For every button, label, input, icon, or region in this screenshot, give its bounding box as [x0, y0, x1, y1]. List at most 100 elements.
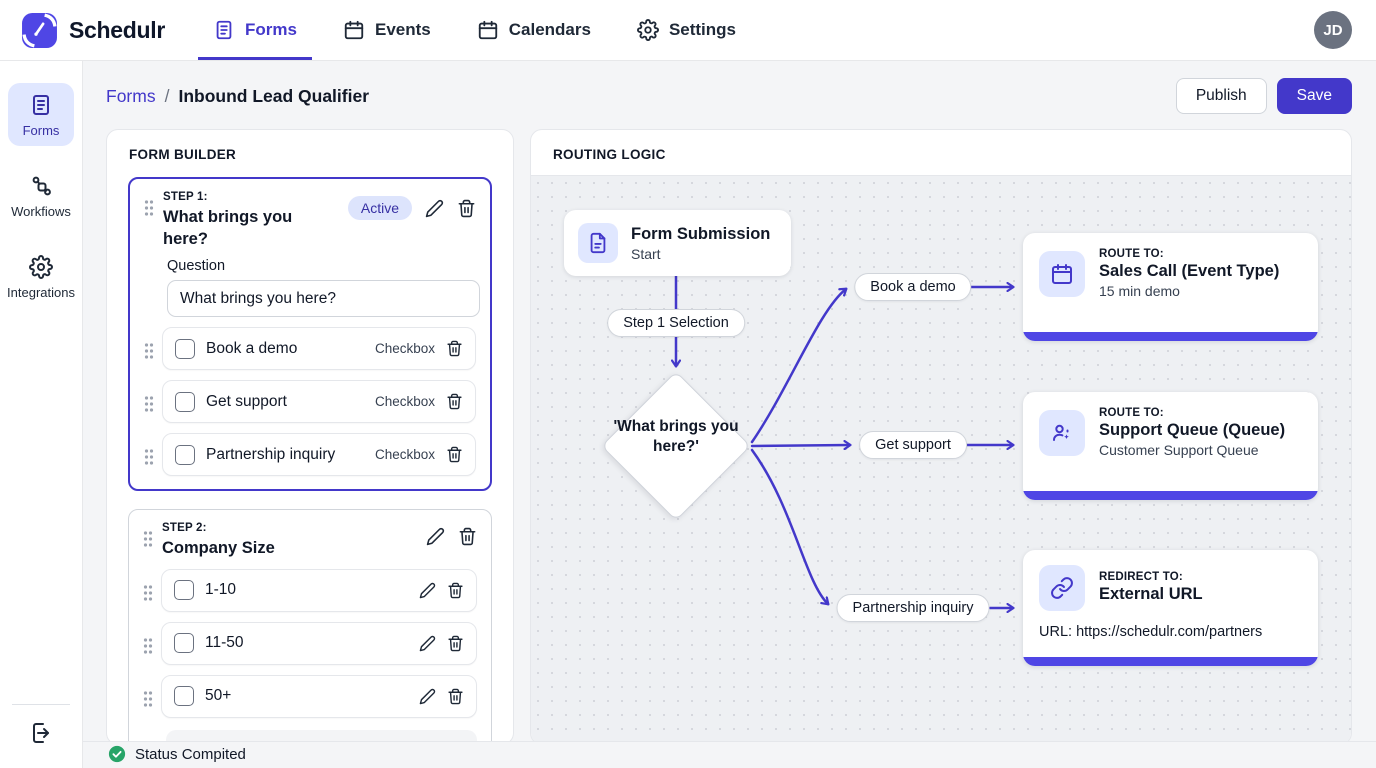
route-subtitle: Customer Support Queue — [1099, 442, 1259, 459]
save-button[interactable]: Save — [1276, 78, 1352, 114]
nav-tab-calendars[interactable]: Calendars — [477, 0, 591, 60]
option-row: Get support Checkbox — [144, 380, 476, 424]
edit-option-button[interactable] — [419, 582, 436, 599]
drag-handle-icon[interactable] — [143, 691, 153, 712]
option-type-label: Checkbox — [374, 447, 435, 463]
trash-icon — [448, 582, 463, 599]
decision-label: 'What brings you here?' — [613, 418, 739, 456]
route-url: URL: https://schedulr.com/partners — [1039, 624, 1263, 640]
sidebar-item-workflows-label: Workfiows — [11, 204, 71, 219]
file-icon — [578, 223, 618, 263]
trash-icon — [459, 527, 476, 546]
step-1-card: STEP 1: What brings you here? Active — [128, 177, 492, 492]
sidebar-item-forms[interactable]: Forms — [8, 83, 74, 146]
route-card-support-queue[interactable]: ROUTE TO: Support Queue (Queue) Customer… — [1023, 392, 1318, 500]
drag-handle-icon[interactable] — [143, 638, 153, 659]
drag-handle-icon[interactable] — [144, 396, 154, 417]
drag-handle-icon[interactable] — [143, 531, 153, 552]
route-title: External URL — [1099, 584, 1203, 603]
routing-canvas[interactable]: Form Submission Start Step 1 Selection '… — [531, 176, 1351, 741]
page-toolbar: Forms / Inbound Lead Qualifier Publish S… — [106, 78, 1352, 114]
option-row: Partnership inquiry Checkbox — [144, 433, 476, 477]
option-label: Book a demo — [206, 339, 298, 357]
brand[interactable]: Schedulr — [21, 12, 165, 49]
option-type-label: Checkbox — [374, 394, 435, 410]
form-submission-node[interactable]: Form Submission Start — [564, 210, 791, 276]
calendar-icon — [478, 20, 497, 40]
sidebar-item-integrations-label: Integrations — [7, 285, 75, 300]
route-card-sales-call[interactable]: ROUTE TO: Sales Call (Event Type) 15 min… — [1023, 233, 1318, 341]
delete-option-button[interactable] — [446, 340, 463, 357]
drag-handle-icon[interactable] — [143, 585, 153, 606]
option-checkbox[interactable] — [175, 338, 195, 359]
primary-nav: Forms Events Calendars Settings — [198, 0, 736, 60]
sidebar-item-integrations[interactable]: Integrations — [7, 245, 75, 308]
pencil-icon — [426, 527, 445, 546]
breadcrumb-parent[interactable]: Forms — [106, 85, 156, 106]
route-accent-bar — [1023, 332, 1318, 341]
route-title: Sales Call (Event Type) — [1099, 262, 1280, 280]
option-checkbox[interactable] — [175, 444, 195, 465]
edge-label-step1-selection[interactable]: Step 1 Selection — [607, 309, 745, 337]
option-checkbox[interactable] — [174, 580, 194, 601]
forms-icon — [33, 95, 49, 115]
edit-step-button[interactable] — [426, 527, 445, 546]
trash-icon — [447, 340, 462, 357]
clipped-option-row — [166, 729, 477, 741]
delete-option-button[interactable] — [447, 635, 464, 652]
nav-tab-settings[interactable]: Settings — [636, 0, 736, 60]
question-input[interactable] — [167, 280, 480, 318]
drag-handle-icon[interactable] — [144, 449, 154, 470]
toolbar-actions: Publish Save — [1175, 78, 1352, 114]
option-checkbox[interactable] — [175, 391, 195, 412]
route-subtitle: 15 min demo — [1099, 283, 1180, 300]
forms-icon — [216, 20, 232, 40]
step-2-kicker: STEP 2: — [162, 522, 207, 535]
option-checkbox[interactable] — [174, 686, 194, 707]
trash-icon — [458, 199, 475, 217]
route-title: Support Queue (Queue) — [1099, 421, 1286, 439]
option-label: 1-10 — [205, 581, 237, 599]
edit-option-button[interactable] — [419, 635, 436, 652]
delete-step-button[interactable] — [458, 527, 477, 546]
route-card-external-url[interactable]: REDIRECT TO: External URL URL: https://s… — [1023, 550, 1318, 666]
edit-step-button[interactable] — [425, 199, 444, 218]
trash-icon — [448, 635, 463, 652]
check-circle-icon — [108, 745, 126, 763]
pencil-icon — [419, 688, 436, 705]
nav-tab-forms[interactable]: Forms — [198, 0, 312, 60]
option-checkbox[interactable] — [174, 633, 194, 654]
nav-tab-events[interactable]: Events — [343, 0, 431, 60]
form-builder-title: FORM BUILDER — [129, 147, 237, 162]
branch-pill-book-a-demo[interactable]: Book a demo — [854, 273, 972, 301]
delete-option-button[interactable] — [447, 582, 464, 599]
delete-option-button[interactable] — [446, 446, 463, 463]
question-label: Question — [167, 258, 226, 275]
step-2-title: Company Size — [162, 538, 275, 557]
edit-option-button[interactable] — [419, 688, 436, 705]
top-navigation: Schedulr Forms Events Calendars Settings… — [0, 0, 1376, 61]
delete-option-button[interactable] — [446, 393, 463, 410]
drag-handle-icon[interactable] — [144, 343, 154, 364]
breadcrumb: Forms / Inbound Lead Qualifier — [106, 86, 369, 107]
branch-pill-partnership-inquiry[interactable]: Partnership inquiry — [836, 594, 990, 622]
nav-tab-calendars-label: Calendars — [508, 20, 591, 39]
nav-tab-events-label: Events — [374, 20, 431, 39]
step-1-kicker: STEP 1: — [163, 191, 208, 203]
branch-pill-get-support[interactable]: Get support — [859, 431, 967, 459]
publish-button[interactable]: Publish — [1175, 78, 1267, 114]
pencil-icon — [419, 582, 436, 599]
delete-option-button[interactable] — [447, 688, 464, 705]
pencil-icon — [419, 635, 436, 652]
option-label: 50+ — [205, 687, 232, 705]
delete-step-button[interactable] — [457, 199, 476, 218]
option-label: 11-50 — [205, 634, 244, 652]
drag-handle-icon[interactable] — [144, 200, 154, 221]
route-kicker: REDIRECT TO: — [1099, 570, 1183, 583]
step-2-card: STEP 2: Company Size — [128, 509, 492, 741]
sidebar-item-workflows[interactable]: Workfiows — [8, 164, 74, 227]
logout-button[interactable] — [29, 721, 53, 750]
workflow-icon — [32, 176, 51, 196]
user-avatar[interactable]: JD — [1314, 11, 1352, 49]
form-builder-panel: FORM BUILDER STEP 1: What brings you her… — [106, 129, 514, 741]
